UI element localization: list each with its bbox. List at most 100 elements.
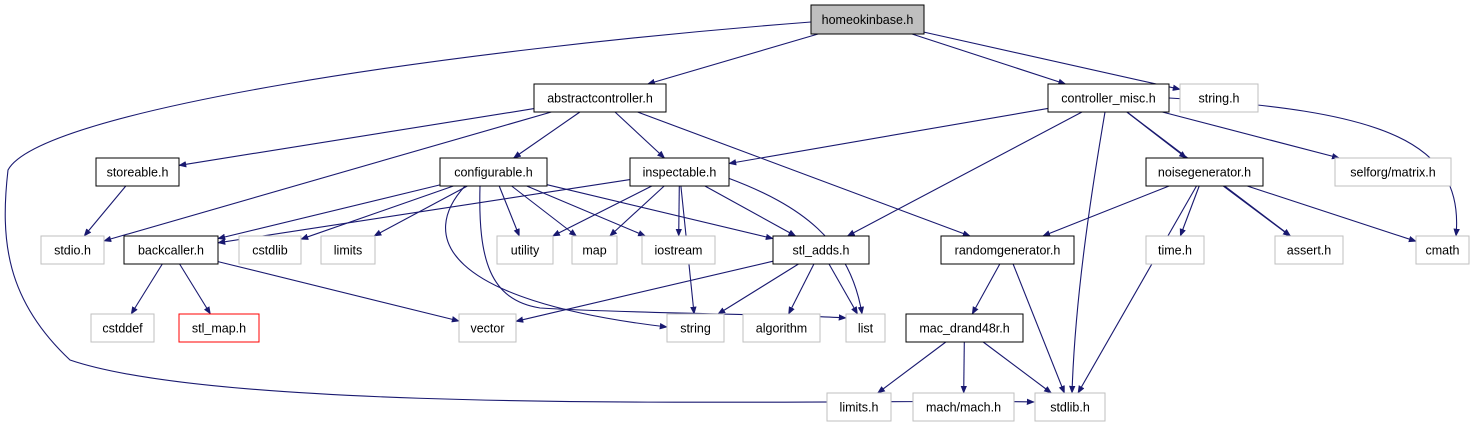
edge-backcaller-to-vector bbox=[217, 261, 460, 323]
node-stdio: stdio.h bbox=[40, 235, 105, 265]
edge-inspectable-to-utility bbox=[551, 185, 653, 237]
node-label: noisegenerator.h bbox=[1158, 166, 1251, 180]
edge-inspectable-to-backcaller bbox=[217, 179, 631, 245]
node-label: map bbox=[582, 244, 606, 258]
edge-configurable-to-map bbox=[511, 185, 578, 237]
edge-inspectable-to-map bbox=[609, 185, 665, 237]
node-box bbox=[629, 157, 730, 187]
node-box bbox=[123, 235, 219, 265]
node-label: stl_map.h bbox=[192, 322, 246, 336]
node-box bbox=[458, 313, 517, 343]
edge-configurable-to-iostream bbox=[526, 185, 647, 237]
edge-configurable-to-cstdlib bbox=[300, 185, 454, 240]
edge-noisegenerator-to-stdlib_h bbox=[1077, 185, 1197, 394]
node-label: randomgenerator.h bbox=[955, 244, 1061, 258]
node-stdlib_h: stdlib.h bbox=[1034, 392, 1106, 422]
node-noisegenerator[interactable]: noisegenerator.h bbox=[1145, 157, 1264, 187]
node-box bbox=[1145, 157, 1264, 187]
node-map: map bbox=[571, 235, 618, 265]
edge-noisegenerator-to-time_h bbox=[1179, 185, 1200, 237]
node-label: stdlib.h bbox=[1050, 401, 1090, 415]
node-box bbox=[810, 4, 925, 35]
node-box bbox=[912, 392, 1015, 422]
node-box bbox=[1145, 235, 1205, 265]
node-string: string bbox=[666, 313, 725, 343]
node-box bbox=[1047, 83, 1170, 113]
node-box bbox=[320, 235, 376, 265]
node-algorithm: algorithm bbox=[742, 313, 821, 343]
node-list: list bbox=[845, 313, 886, 343]
node-iostream: iostream bbox=[641, 235, 716, 265]
node-cmath: cmath bbox=[1415, 235, 1470, 265]
edge-mac_drand48r-to-mach_mach bbox=[960, 341, 967, 394]
edge-stl_adds-to-vector bbox=[515, 260, 774, 323]
edge-controller_misc-to-inspectable bbox=[728, 107, 1049, 166]
edge-configurable-to-string bbox=[445, 185, 668, 330]
node-label: cstddef bbox=[102, 322, 143, 336]
node-box bbox=[772, 235, 870, 265]
edge-homeokinbase-to-abstractcontroller bbox=[646, 33, 819, 86]
node-randomgenerator[interactable]: randomgenerator.h bbox=[940, 235, 1075, 265]
node-vector: vector bbox=[458, 313, 517, 343]
node-cstddef: cstddef bbox=[90, 313, 155, 343]
edge-randomgenerator-to-mac_drand48r bbox=[971, 263, 1001, 315]
node-box bbox=[845, 313, 886, 343]
node-controller_misc[interactable]: controller_misc.h bbox=[1047, 83, 1170, 113]
node-label: list bbox=[858, 322, 874, 336]
node-backcaller[interactable]: backcaller.h bbox=[123, 235, 219, 265]
node-box bbox=[666, 313, 725, 343]
edge-mac_drand48r-to-stdlib_h bbox=[982, 341, 1052, 394]
edge-homeokinbase-to-controller_misc bbox=[911, 33, 1067, 85]
node-utility: utility bbox=[496, 235, 554, 265]
node-label: algorithm bbox=[756, 322, 807, 336]
node-label: assert.h bbox=[1287, 244, 1332, 258]
node-label: iostream bbox=[655, 244, 703, 258]
node-box bbox=[90, 313, 155, 343]
node-label: time.h bbox=[1158, 244, 1192, 258]
edge-configurable-to-limits bbox=[373, 185, 468, 237]
node-selforg_matrix: selforg/matrix.h bbox=[1334, 157, 1452, 187]
node-label: selforg/matrix.h bbox=[1350, 166, 1435, 180]
node-limits: limits bbox=[320, 235, 376, 265]
node-label: configurable.h bbox=[454, 166, 533, 180]
node-label: storeable.h bbox=[107, 166, 169, 180]
node-storeable[interactable]: storeable.h bbox=[95, 157, 180, 187]
node-label: mach/mach.h bbox=[926, 401, 1001, 415]
node-abstractcontroller[interactable]: abstractcontroller.h bbox=[533, 83, 667, 113]
edge-noisegenerator-to-randomgenerator bbox=[1042, 185, 1170, 237]
node-label: cmath bbox=[1425, 244, 1459, 258]
node-mac_drand48r[interactable]: mac_drand48r.h bbox=[905, 313, 1024, 343]
node-box bbox=[1179, 83, 1259, 113]
node-box bbox=[95, 157, 180, 187]
edge-configurable-to-backcaller bbox=[217, 184, 441, 241]
edge-controller_misc-to-selforg_matrix bbox=[1162, 111, 1340, 160]
edge-backcaller-to-stl_map bbox=[179, 263, 211, 315]
node-box bbox=[178, 313, 260, 343]
node-assert_h: assert.h bbox=[1274, 235, 1344, 265]
node-label: inspectable.h bbox=[643, 166, 717, 180]
node-inspectable[interactable]: inspectable.h bbox=[629, 157, 730, 187]
node-label: controller_misc.h bbox=[1061, 92, 1156, 106]
node-label: homeokinbase.h bbox=[822, 13, 914, 27]
node-box bbox=[238, 235, 302, 265]
node-time_h: time.h bbox=[1145, 235, 1205, 265]
node-box bbox=[1415, 235, 1470, 265]
edge-abstractcontroller-to-stdio bbox=[103, 111, 552, 242]
edge-inspectable-to-iostream bbox=[675, 185, 682, 237]
node-label: string bbox=[680, 322, 711, 336]
edge-stl_adds-to-string bbox=[717, 263, 799, 315]
node-stl_adds[interactable]: stl_adds.h bbox=[772, 235, 870, 265]
node-label: vector bbox=[470, 322, 504, 336]
edge-configurable-to-utility bbox=[498, 185, 520, 237]
node-box bbox=[905, 313, 1024, 343]
node-label: string.h bbox=[1199, 92, 1240, 106]
node-box bbox=[533, 83, 667, 113]
node-label: stdio.h bbox=[54, 244, 91, 258]
edge-homeokinbase-to-string_h bbox=[923, 31, 1181, 91]
node-box bbox=[940, 235, 1075, 265]
edge-abstractcontroller-to-configurable bbox=[512, 111, 581, 159]
node-label: limits bbox=[334, 244, 362, 258]
node-homeokinbase[interactable]: homeokinbase.h bbox=[810, 4, 925, 35]
edge-configurable-to-stl_adds bbox=[546, 184, 774, 241]
node-configurable[interactable]: configurable.h bbox=[439, 157, 548, 187]
